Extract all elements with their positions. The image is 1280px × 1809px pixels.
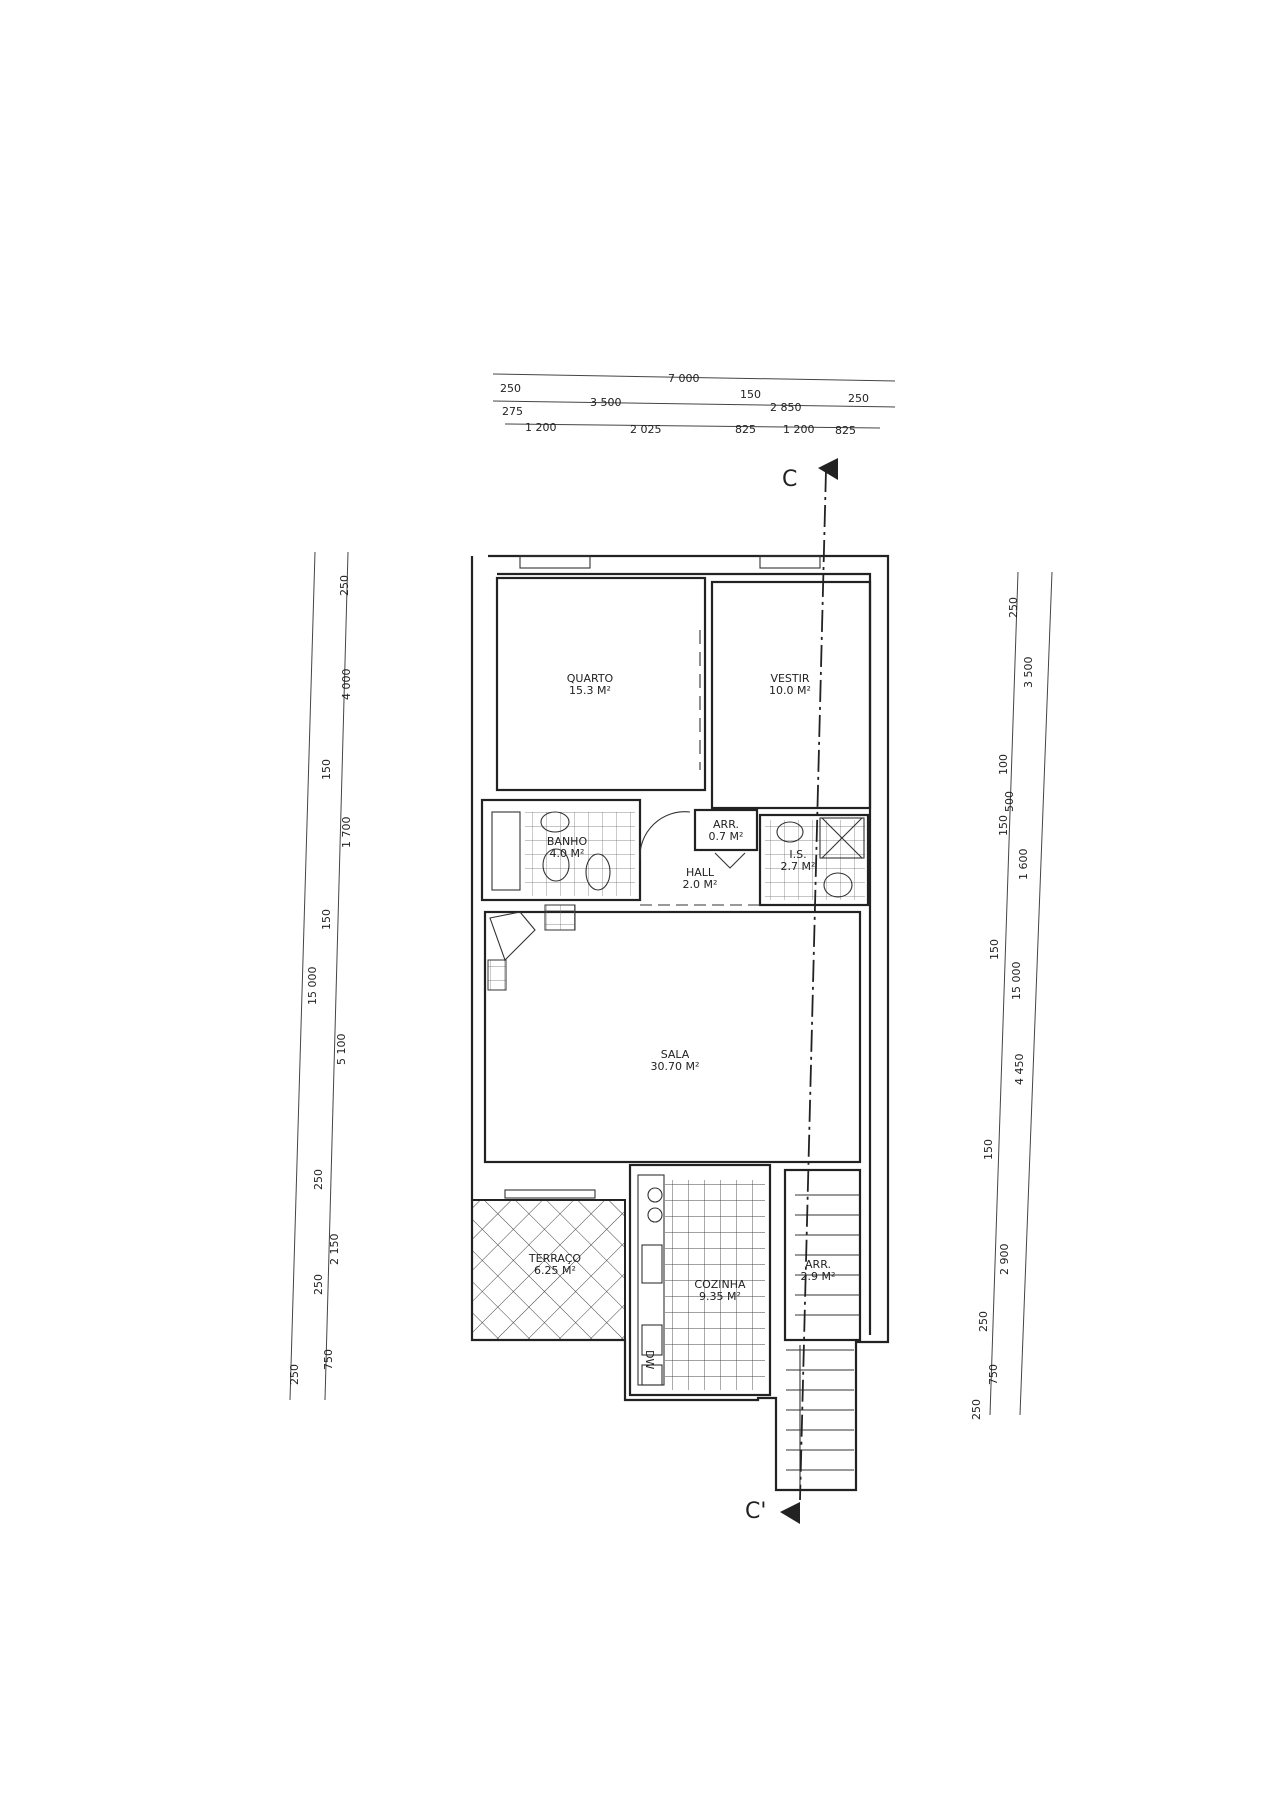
- room-name: COZINHA: [694, 1278, 746, 1291]
- kitchen-sink: [641, 1244, 663, 1284]
- window-quarto: [519, 555, 591, 569]
- dim-right-chain: 150: [988, 939, 1001, 960]
- room-name: SALA: [661, 1048, 690, 1061]
- room-name: I.S.: [789, 848, 806, 861]
- shower: [821, 817, 863, 859]
- room-name: VESTIR: [770, 672, 809, 685]
- fireplace: [489, 911, 536, 962]
- dim-right-chain: 1 600: [1017, 849, 1030, 881]
- room-name: BANHO: [547, 835, 588, 848]
- dim-left-chain: 1 700: [340, 817, 353, 849]
- section-line: [780, 458, 838, 1524]
- dimension-lines: [289, 373, 1053, 1416]
- section-arrow-icon: [818, 458, 838, 480]
- room-area: 15.3 M²: [569, 684, 611, 697]
- dim-right-chain: 250: [1007, 597, 1020, 618]
- dim-left-chain: 750: [322, 1349, 335, 1370]
- toilet: [585, 853, 611, 891]
- section-label-start: C: [782, 467, 797, 492]
- dim-right-chain: 500: [1003, 791, 1016, 812]
- dim-left-chain: 250: [312, 1274, 325, 1295]
- dim-right-chain: 4 450: [1013, 1054, 1026, 1086]
- dim-top-row2: 250: [848, 392, 869, 405]
- dim-left-chain: 150: [320, 759, 333, 780]
- dim-left-overall: 15 000: [306, 967, 319, 1006]
- dim-left-chain: 250: [288, 1364, 301, 1385]
- section-arrow-icon: [780, 1502, 800, 1524]
- bathtub: [491, 811, 521, 891]
- sink-is: [776, 821, 804, 843]
- room-area: 2.7 M²: [781, 860, 816, 873]
- dim-right-chain: 150: [982, 1139, 995, 1160]
- dim-right-chain: 250: [977, 1311, 990, 1332]
- room-label: ARR.2.9 M²: [801, 1258, 836, 1283]
- room-name: ARR.: [713, 818, 739, 831]
- dishwasher: [641, 1324, 663, 1356]
- room-name: TERRAÇO: [528, 1252, 582, 1265]
- dim-top-row3: 275: [502, 405, 523, 418]
- dim-top-row3: 1 200: [783, 423, 815, 436]
- dim-right-overall: 15 000: [1010, 962, 1023, 1001]
- room-name: QUARTO: [567, 672, 614, 685]
- dim-left-chain: 250: [338, 575, 351, 596]
- room-area: 9.35 M²: [699, 1290, 741, 1303]
- sink: [540, 811, 570, 833]
- toilet-is: [823, 872, 853, 898]
- dim-right-chain: 2 900: [998, 1244, 1011, 1276]
- section-label-end: C': [745, 1499, 766, 1524]
- room-label: I.S.2.7 M²: [781, 848, 816, 873]
- dim-left-chain: 5 100: [335, 1034, 348, 1066]
- dim-left-chain: 150: [320, 909, 333, 930]
- room-area: 2.9 M²: [801, 1270, 836, 1283]
- dim-top-row2: 150: [740, 388, 761, 401]
- appliance-label: DW: [643, 1350, 656, 1369]
- interior-walls: [471, 576, 872, 1488]
- window-vestir: [759, 555, 821, 569]
- room-area: 0.7 M²: [709, 830, 744, 843]
- dim-left-chain: 2 150: [328, 1234, 341, 1266]
- room-name: HALL: [686, 866, 715, 879]
- dim-right-chain: 750: [987, 1364, 1000, 1385]
- dim-top-overall: 7 000: [668, 372, 700, 385]
- dim-top-row3: 825: [835, 424, 856, 437]
- room-area: 2.0 M²: [683, 878, 718, 891]
- room-name: ARR.: [805, 1258, 831, 1271]
- dim-top-row2: 2 850: [770, 401, 802, 414]
- dim-top-row3: 1 200: [525, 421, 557, 434]
- dim-top-row3: 825: [735, 423, 756, 436]
- room-label: ARR.0.7 M²: [709, 818, 744, 843]
- dim-right-chain: 100: [997, 754, 1010, 775]
- room-area: 6.25 M²: [534, 1264, 576, 1277]
- bidet: [542, 848, 570, 882]
- dim-left-chain: 250: [312, 1169, 325, 1190]
- dim-top-row2: 250: [500, 382, 521, 395]
- room-area: 10.0 M²: [769, 684, 811, 697]
- dim-left-chain: 4 000: [340, 669, 353, 701]
- dim-top-row3: 2 025: [630, 423, 662, 436]
- dim-top-row2: 3 500: [590, 396, 622, 409]
- dim-right-chain: 3 500: [1022, 657, 1035, 689]
- dim-right-chain: 250: [970, 1399, 983, 1420]
- room-area: 30.70 M²: [651, 1060, 700, 1073]
- dim-right-chain: 150: [997, 815, 1010, 836]
- room-area: 4.0 M²: [550, 847, 585, 860]
